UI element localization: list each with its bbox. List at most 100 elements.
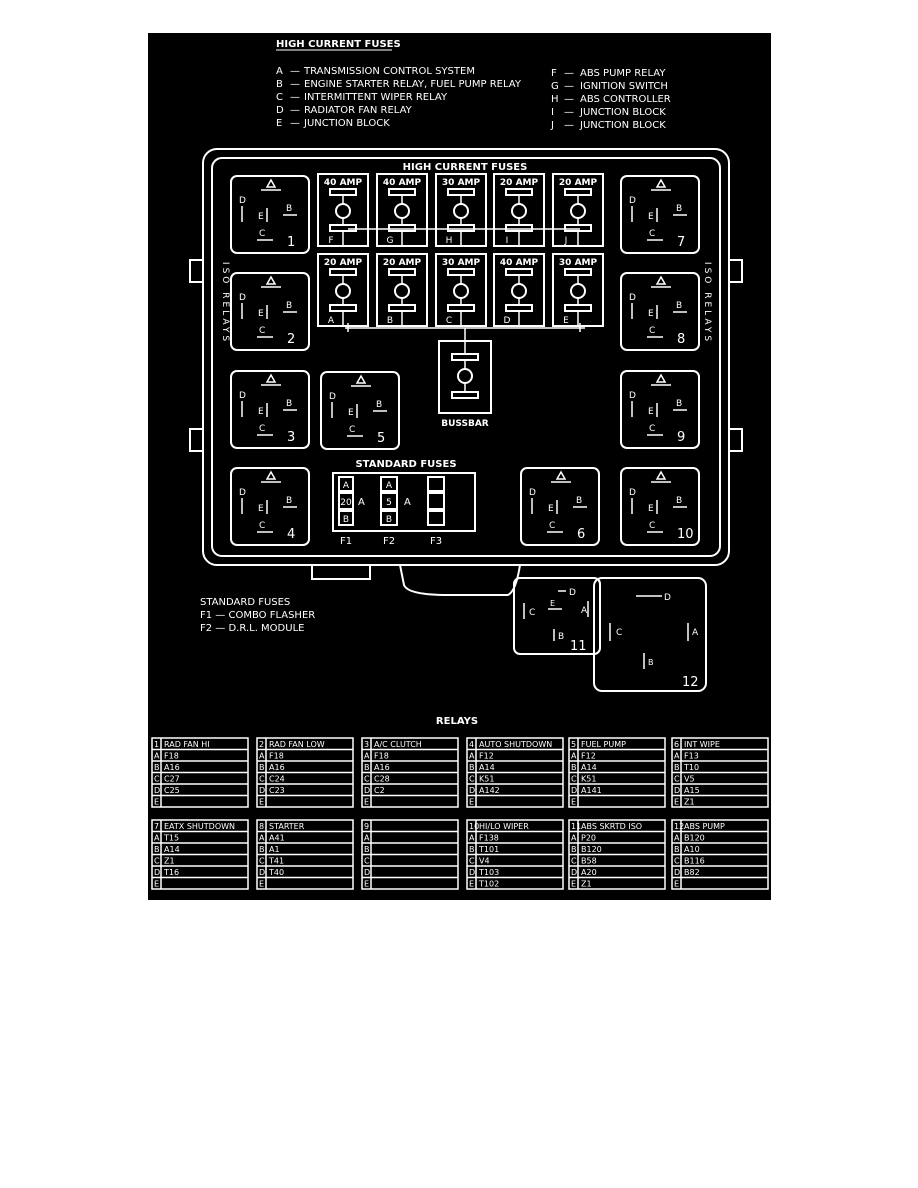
table-name: ABS PUMP bbox=[684, 822, 725, 831]
box-title: HIGH CURRENT FUSES bbox=[403, 162, 528, 173]
table-cell-circuit: C28 bbox=[374, 775, 390, 784]
table-cell-circuit: T15 bbox=[163, 834, 179, 843]
terminal-label: D bbox=[629, 293, 636, 303]
relay-number: 2 bbox=[287, 332, 295, 347]
f2-bottom-terminal: B bbox=[386, 515, 392, 525]
fuse-element bbox=[453, 203, 469, 219]
relay-body bbox=[620, 175, 700, 254]
dash: — bbox=[290, 92, 300, 103]
terminal-label: C bbox=[259, 326, 265, 336]
header-left-letter: B bbox=[276, 79, 283, 90]
fuse-blade bbox=[329, 304, 357, 312]
f3-label: F3 bbox=[430, 536, 442, 547]
terminal-label: C bbox=[529, 608, 535, 618]
terminal-label: E bbox=[648, 407, 654, 417]
relay-number: 6 bbox=[577, 527, 585, 542]
table-number: 2 bbox=[259, 740, 264, 749]
table-cell-terminal: B bbox=[364, 845, 370, 854]
table-cell-circuit: Z1 bbox=[164, 857, 175, 866]
table-cell-terminal: E bbox=[364, 798, 369, 807]
fuse-blade bbox=[447, 224, 475, 232]
table-cell-terminal: C bbox=[154, 775, 160, 784]
table-cell-terminal: B bbox=[469, 763, 475, 772]
f1-top-terminal: A bbox=[343, 481, 350, 491]
dash: — bbox=[564, 68, 574, 79]
table-cell-terminal: E bbox=[154, 798, 159, 807]
table-cell-circuit: V4 bbox=[479, 857, 490, 866]
relay-body bbox=[620, 467, 700, 546]
table-name: FUEL PUMP bbox=[581, 740, 626, 749]
terminal-label: D bbox=[239, 293, 246, 303]
legend-title: STANDARD FUSES bbox=[200, 597, 290, 608]
table-name: ABS SKRTD ISO bbox=[581, 822, 642, 831]
table-cell-circuit: T101 bbox=[478, 845, 499, 854]
table-number: 12 bbox=[674, 822, 684, 831]
table-cell-circuit: T103 bbox=[478, 868, 499, 877]
table-number: 9 bbox=[364, 822, 369, 831]
fuse-amp-label: 30 AMP bbox=[442, 258, 481, 268]
relay-number: 3 bbox=[287, 430, 295, 445]
table-cell-terminal: C bbox=[259, 857, 265, 866]
fuse-letter: I bbox=[506, 236, 509, 246]
header-items-right: F — ABS PUMP RELAY G — IGNITION SWITCH H… bbox=[550, 68, 671, 131]
table-cell-terminal: A bbox=[259, 752, 265, 761]
triangle-icon bbox=[655, 178, 667, 188]
header-right-text: JUNCTION BLOCK bbox=[579, 107, 666, 118]
table-cell-terminal: A bbox=[154, 834, 160, 843]
table-cell-circuit: A15 bbox=[684, 786, 700, 795]
relay-number: 7 bbox=[677, 235, 685, 250]
table-cell-circuit: T41 bbox=[268, 857, 284, 866]
table-cell-terminal: B bbox=[154, 845, 160, 854]
terminal-label: D bbox=[529, 488, 536, 498]
table-number: 5 bbox=[571, 740, 576, 749]
table-cell-circuit: F13 bbox=[684, 752, 699, 761]
header-left-letter: D bbox=[276, 105, 284, 116]
table-name: EATX SHUTDOWN bbox=[164, 822, 235, 831]
fuse-letter: H bbox=[446, 236, 453, 246]
standard-fuses-title: STANDARD FUSES bbox=[355, 459, 456, 470]
table-name: RAD FAN HI bbox=[164, 740, 210, 749]
relay-body bbox=[520, 467, 600, 546]
table-cell-circuit: F12 bbox=[479, 752, 494, 761]
table-cell-circuit: F12 bbox=[581, 752, 596, 761]
table-number: 7 bbox=[154, 822, 159, 831]
standard-fuses-block: STANDARD FUSES A 20 B A A 5 B A F1 F2 F3 bbox=[332, 459, 476, 547]
terminal-label: E bbox=[648, 504, 654, 514]
relay-body bbox=[620, 272, 700, 351]
table-cell-terminal: A bbox=[154, 752, 160, 761]
header-right-letter: F bbox=[551, 68, 557, 79]
table-name: INT WIPE bbox=[684, 740, 720, 749]
relay-body bbox=[230, 370, 310, 449]
header-right-letter: G bbox=[551, 81, 559, 92]
fuse-blade bbox=[505, 304, 533, 312]
dash: — bbox=[290, 79, 300, 90]
terminal-label: B bbox=[286, 496, 292, 506]
dash: — bbox=[564, 120, 574, 131]
triangle-icon bbox=[555, 470, 567, 480]
fuse-letter: G bbox=[387, 236, 394, 246]
relay-body bbox=[230, 272, 310, 351]
table-name: AUTO SHUTDOWN bbox=[479, 740, 552, 749]
dash: — bbox=[564, 107, 574, 118]
fuse-element bbox=[453, 283, 469, 299]
table-cell-circuit: V5 bbox=[684, 775, 695, 784]
table-cell-circuit: F18 bbox=[164, 752, 179, 761]
table-cell-terminal: B bbox=[674, 845, 680, 854]
header-right-letter: I bbox=[551, 107, 554, 118]
header-right-text: IGNITION SWITCH bbox=[580, 81, 668, 92]
relay-body bbox=[320, 371, 400, 450]
triangle-icon bbox=[265, 470, 277, 480]
table-cell-circuit: T10 bbox=[683, 763, 699, 772]
terminal-label: D bbox=[239, 391, 246, 401]
triangle-icon bbox=[655, 470, 667, 480]
relay-11: D E C A B 11 bbox=[513, 577, 601, 655]
dash: — bbox=[564, 81, 574, 92]
fuse-amp-label: 40 AMP bbox=[500, 258, 539, 268]
